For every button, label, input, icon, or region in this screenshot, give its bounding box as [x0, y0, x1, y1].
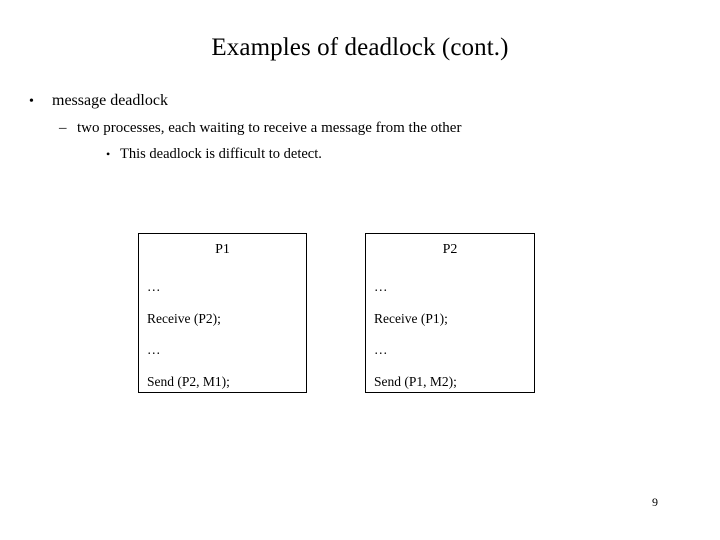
code-line: … [147, 342, 161, 357]
code-line: Send (P1, M2); [374, 373, 457, 389]
code-line: Receive (P1); [374, 310, 448, 326]
process-box-code: … Receive (P2); … Send (P2, M1); [147, 271, 302, 397]
bullet-item-level3: • This deadlock is difficult to detect. [0, 141, 680, 167]
process-box-code: … Receive (P1); … Send (P1, M2); [374, 271, 530, 397]
dash-marker-icon: – [59, 120, 67, 136]
bullet-item-level1: • message deadlock [0, 88, 680, 115]
code-line: … [374, 342, 388, 357]
bullet-list: • message deadlock – two processes, each… [0, 88, 680, 167]
code-line: … [374, 279, 388, 294]
bullet-text: This deadlock is difficult to detect. [120, 146, 322, 162]
process-box-p1: P1 … Receive (P2); … Send (P2, M1); [138, 233, 307, 393]
process-box-p2: P2 … Receive (P1); … Send (P1, M2); [365, 233, 535, 393]
bullet-text: two processes, each waiting to receive a… [77, 120, 462, 136]
page-title: Examples of deadlock (cont.) [211, 34, 509, 61]
bullet-marker-icon: • [106, 147, 111, 161]
bullet-text: message deadlock [52, 92, 168, 109]
code-line: Receive (P2); [147, 310, 221, 326]
bullet-marker-icon: • [29, 94, 34, 109]
bullet-item-level2: – two processes, each waiting to receive… [0, 115, 680, 141]
process-box-header: P1 [215, 242, 230, 257]
code-line: … [147, 279, 161, 294]
code-line: Send (P2, M1); [147, 373, 230, 389]
page-number: 9 [652, 495, 658, 509]
process-box-header: P2 [442, 242, 458, 257]
